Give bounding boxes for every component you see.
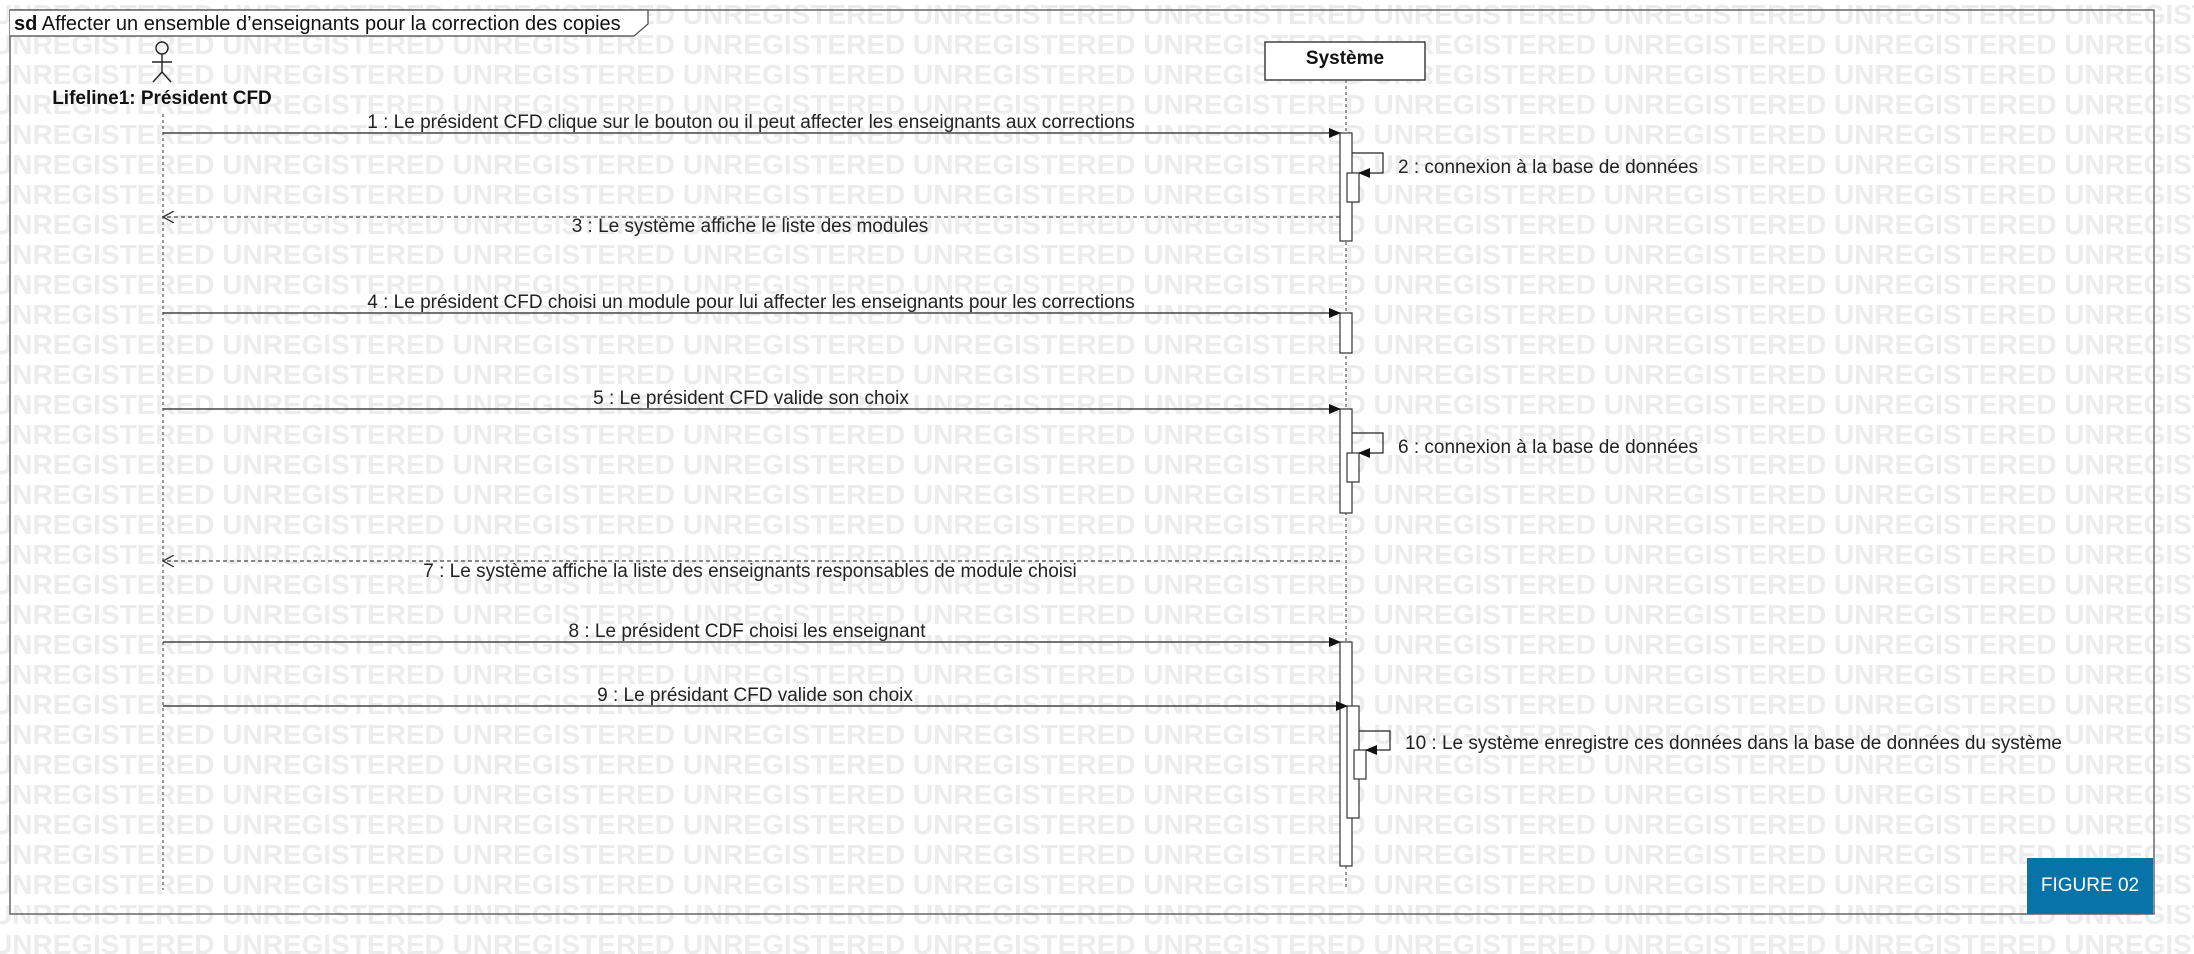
message-label: 8 : Le président CDF choisi les enseigna…: [569, 621, 927, 642]
message-label: 9 : Le présidant CFD valide son choix: [597, 685, 913, 706]
message-label: 5 : Le président CFD valide son choix: [593, 388, 909, 409]
frame-tab: [10, 9, 649, 37]
actor-lifeline-label: Lifeline1: Président CFD: [52, 88, 272, 109]
activation-bar: [1346, 172, 1360, 203]
message-label: 1 : Le président CFD clique sur le bouto…: [367, 112, 1134, 133]
message-label: 4 : Le président CFD choisi un module po…: [367, 292, 1134, 313]
self-message-arrow: [1359, 730, 1391, 755]
message-label: 7 : Le système affiche la liste des ense…: [423, 561, 1076, 582]
figure-badge: FIGURE 02: [2027, 858, 2153, 914]
message-label: 10 : Le système enregistre ces données d…: [1405, 733, 2062, 754]
actor-icon: [152, 41, 172, 83]
frame-title: sd Affecter un ensemble d’enseignants po…: [14, 13, 621, 35]
system-lifeline-label: Système: [1306, 48, 1384, 69]
message-label: 2 : connexion à la base de données: [1398, 157, 1698, 178]
activation-bar: [1339, 312, 1353, 354]
message-label: 3 : Le système affiche le liste des modu…: [572, 216, 929, 237]
self-message-arrow: [1352, 152, 1384, 178]
activation-bar: [1346, 452, 1360, 483]
activation-bar: [1353, 749, 1367, 780]
self-message-arrow: [1352, 432, 1384, 458]
system-lifeline-box: [1264, 41, 1426, 81]
frame-border: [9, 9, 2155, 915]
message-label: 6 : connexion à la base de données: [1398, 437, 1698, 458]
